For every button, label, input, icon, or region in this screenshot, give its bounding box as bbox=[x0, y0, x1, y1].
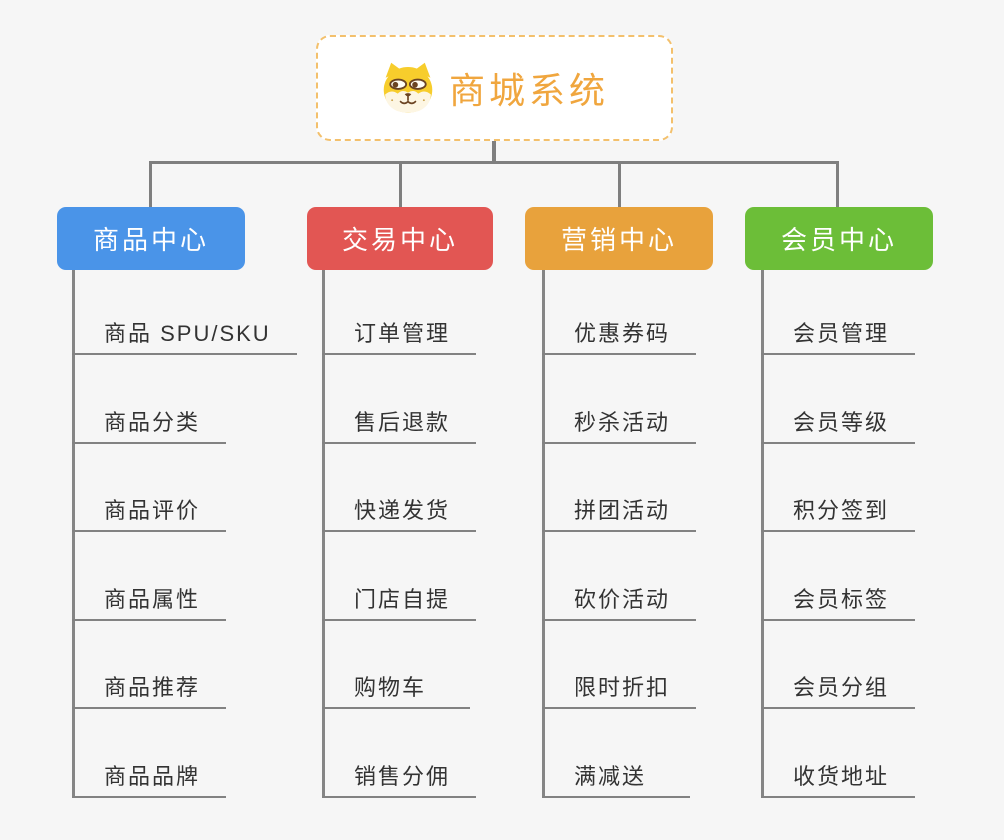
branch-node-product-center[interactable]: 商品中心 bbox=[57, 207, 245, 270]
leaf-node[interactable]: 秒杀活动 bbox=[542, 355, 697, 444]
connector-bus bbox=[150, 161, 839, 164]
leaf-node[interactable]: 优惠券码 bbox=[542, 270, 697, 355]
leaf-node[interactable]: 收货地址 bbox=[761, 709, 916, 798]
column-trunk-line bbox=[761, 270, 764, 798]
branch-label: 交易中心 bbox=[341, 225, 458, 255]
branch-node-member-center[interactable]: 会员中心 bbox=[745, 207, 933, 270]
leaf-node[interactable]: 积分签到 bbox=[761, 444, 916, 533]
leaf-node[interactable]: 会员等级 bbox=[761, 355, 916, 444]
leaf-node[interactable]: 购物车 bbox=[322, 621, 470, 710]
root-node-mall-system[interactable]: 商城系统 bbox=[316, 35, 673, 141]
branch-label: 营销中心 bbox=[560, 225, 677, 255]
connector-drop-marketing bbox=[618, 161, 621, 207]
leaf-node[interactable]: 会员管理 bbox=[761, 270, 916, 355]
branch-column-marketing: 优惠券码 秒杀活动 拼团活动 砍价活动 限时折扣 满减送 bbox=[542, 270, 697, 798]
leaf-node[interactable]: 限时折扣 bbox=[542, 621, 697, 710]
connector-drop-product bbox=[149, 161, 152, 207]
dog-face-icon bbox=[383, 62, 433, 113]
leaf-node[interactable]: 售后退款 bbox=[322, 355, 477, 444]
connector-drop-trade bbox=[399, 161, 402, 207]
leaf-node[interactable]: 商品分类 bbox=[72, 355, 227, 444]
leaf-node[interactable]: 订单管理 bbox=[322, 270, 477, 355]
leaf-node[interactable]: 商品 SPU/SKU bbox=[72, 270, 297, 355]
leaf-node[interactable]: 拼团活动 bbox=[542, 444, 697, 533]
branch-node-trade-center[interactable]: 交易中心 bbox=[307, 207, 493, 270]
leaf-node[interactable]: 商品推荐 bbox=[72, 621, 227, 710]
leaf-node[interactable]: 满减送 bbox=[542, 709, 690, 798]
leaf-node[interactable]: 会员标签 bbox=[761, 532, 916, 621]
branch-column-member: 会员管理 会员等级 积分签到 会员标签 会员分组 收货地址 bbox=[761, 270, 916, 798]
leaf-node[interactable]: 商品品牌 bbox=[72, 709, 227, 798]
branch-column-product: 商品 SPU/SKU 商品分类 商品评价 商品属性 商品推荐 商品品牌 bbox=[72, 270, 297, 798]
column-trunk-line bbox=[72, 270, 75, 798]
branch-node-marketing-center[interactable]: 营销中心 bbox=[525, 207, 713, 270]
leaf-node[interactable]: 快递发货 bbox=[322, 444, 477, 533]
leaf-node[interactable]: 销售分佣 bbox=[322, 709, 477, 798]
column-trunk-line bbox=[542, 270, 545, 798]
leaf-node[interactable]: 商品属性 bbox=[72, 532, 227, 621]
root-title: 商城系统 bbox=[448, 70, 609, 111]
leaf-node[interactable]: 会员分组 bbox=[761, 621, 916, 710]
connector-root-vertical bbox=[492, 141, 496, 164]
branch-column-trade: 订单管理 售后退款 快递发货 门店自提 购物车 销售分佣 bbox=[322, 270, 477, 798]
connector-drop-member bbox=[836, 161, 839, 207]
leaf-node[interactable]: 砍价活动 bbox=[542, 532, 697, 621]
leaf-node[interactable]: 商品评价 bbox=[72, 444, 227, 533]
branch-label: 商品中心 bbox=[92, 225, 209, 255]
column-trunk-line bbox=[322, 270, 325, 798]
leaf-node[interactable]: 门店自提 bbox=[322, 532, 477, 621]
branch-label: 会员中心 bbox=[780, 225, 897, 255]
